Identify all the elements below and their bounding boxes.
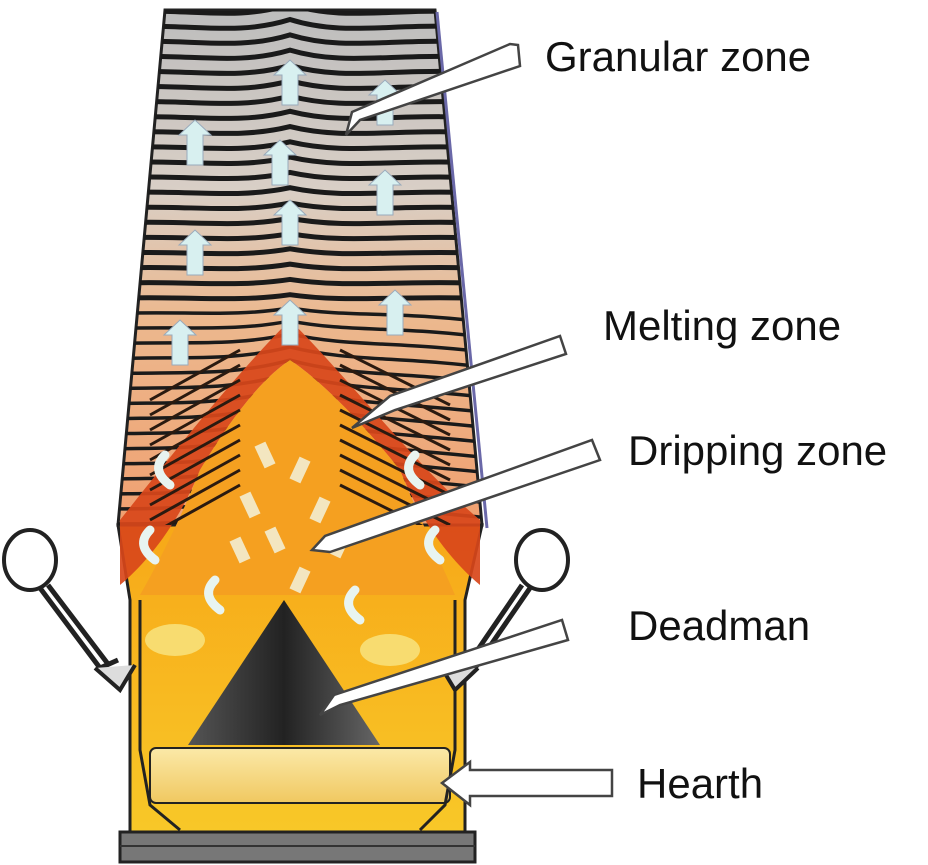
gas-flow-arrow [377,289,413,336]
cohesive-layer [339,438,451,497]
hearth-pool [149,747,451,804]
burden-layer [118,169,482,182]
cohesive-layer [149,348,241,402]
gas-flow-arrow [367,169,403,216]
gas-flow-arrow [177,119,213,166]
pointer-hearth [439,759,614,808]
liquid-pool [145,624,205,656]
pointer-melting [351,334,568,430]
cohesive-layer [149,483,241,525]
gas-flow-arrow [272,199,308,246]
burden-layer [118,123,482,137]
burden-layer [118,292,482,302]
cohesive-layer [339,363,451,422]
pointer-dripping [309,438,602,554]
burden-layer [118,154,482,167]
burden-layer [118,108,482,122]
cohesive-layer [149,378,241,432]
coke-piece [229,536,251,564]
burden-layer [118,47,482,62]
label-granular-zone: Granular zone [545,33,812,80]
burden-layer [118,32,482,47]
burden-layer [118,185,482,197]
label-melting-zone: Melting zone [603,302,842,349]
gas-swirl-arrow [204,575,225,615]
cohesive-layer [149,423,241,477]
gas-swirl-arrow [424,525,445,565]
gas-swirl-arrow [154,450,175,490]
tuyere-left [2,528,137,694]
label-hearth: Hearth [637,760,764,807]
gas-flow-arrow [262,139,298,186]
furnace-shell-right [435,11,489,529]
pointer-deadman [318,618,570,717]
gas-flow-arrow [272,299,308,346]
burden-layer [118,246,482,257]
gas-flow-arrow [272,59,308,106]
burden-layer [118,16,482,32]
cohesive-layer [339,408,451,467]
coke-piece [289,566,311,594]
cohesive-layer [149,453,241,507]
pointer-granular [344,42,522,136]
coke-piece [264,526,286,554]
gas-swirl-arrow [139,525,160,565]
burden-layer [118,261,482,272]
burden-layer [118,139,482,152]
gas-flow-arrow [162,319,198,366]
gas-swirl-arrow [404,450,425,490]
gas-flow-arrow [177,229,213,276]
cohesive-layer [339,393,451,452]
cohesive-layer [339,423,451,482]
burden-layer [118,10,482,17]
cohesive-layer [149,363,241,417]
label-deadman: Deadman [628,602,811,649]
coke-piece [239,491,261,519]
burden-layer [118,276,482,287]
cohesive-layer [149,468,241,522]
label-dripping-zone: Dripping zone [628,427,888,474]
liquid-pool [360,634,420,666]
cohesive-layer [149,393,241,447]
coke-piece [309,496,331,524]
gas-swirl-arrow [344,585,365,625]
coke-piece [254,441,276,469]
coke-piece [289,456,311,484]
